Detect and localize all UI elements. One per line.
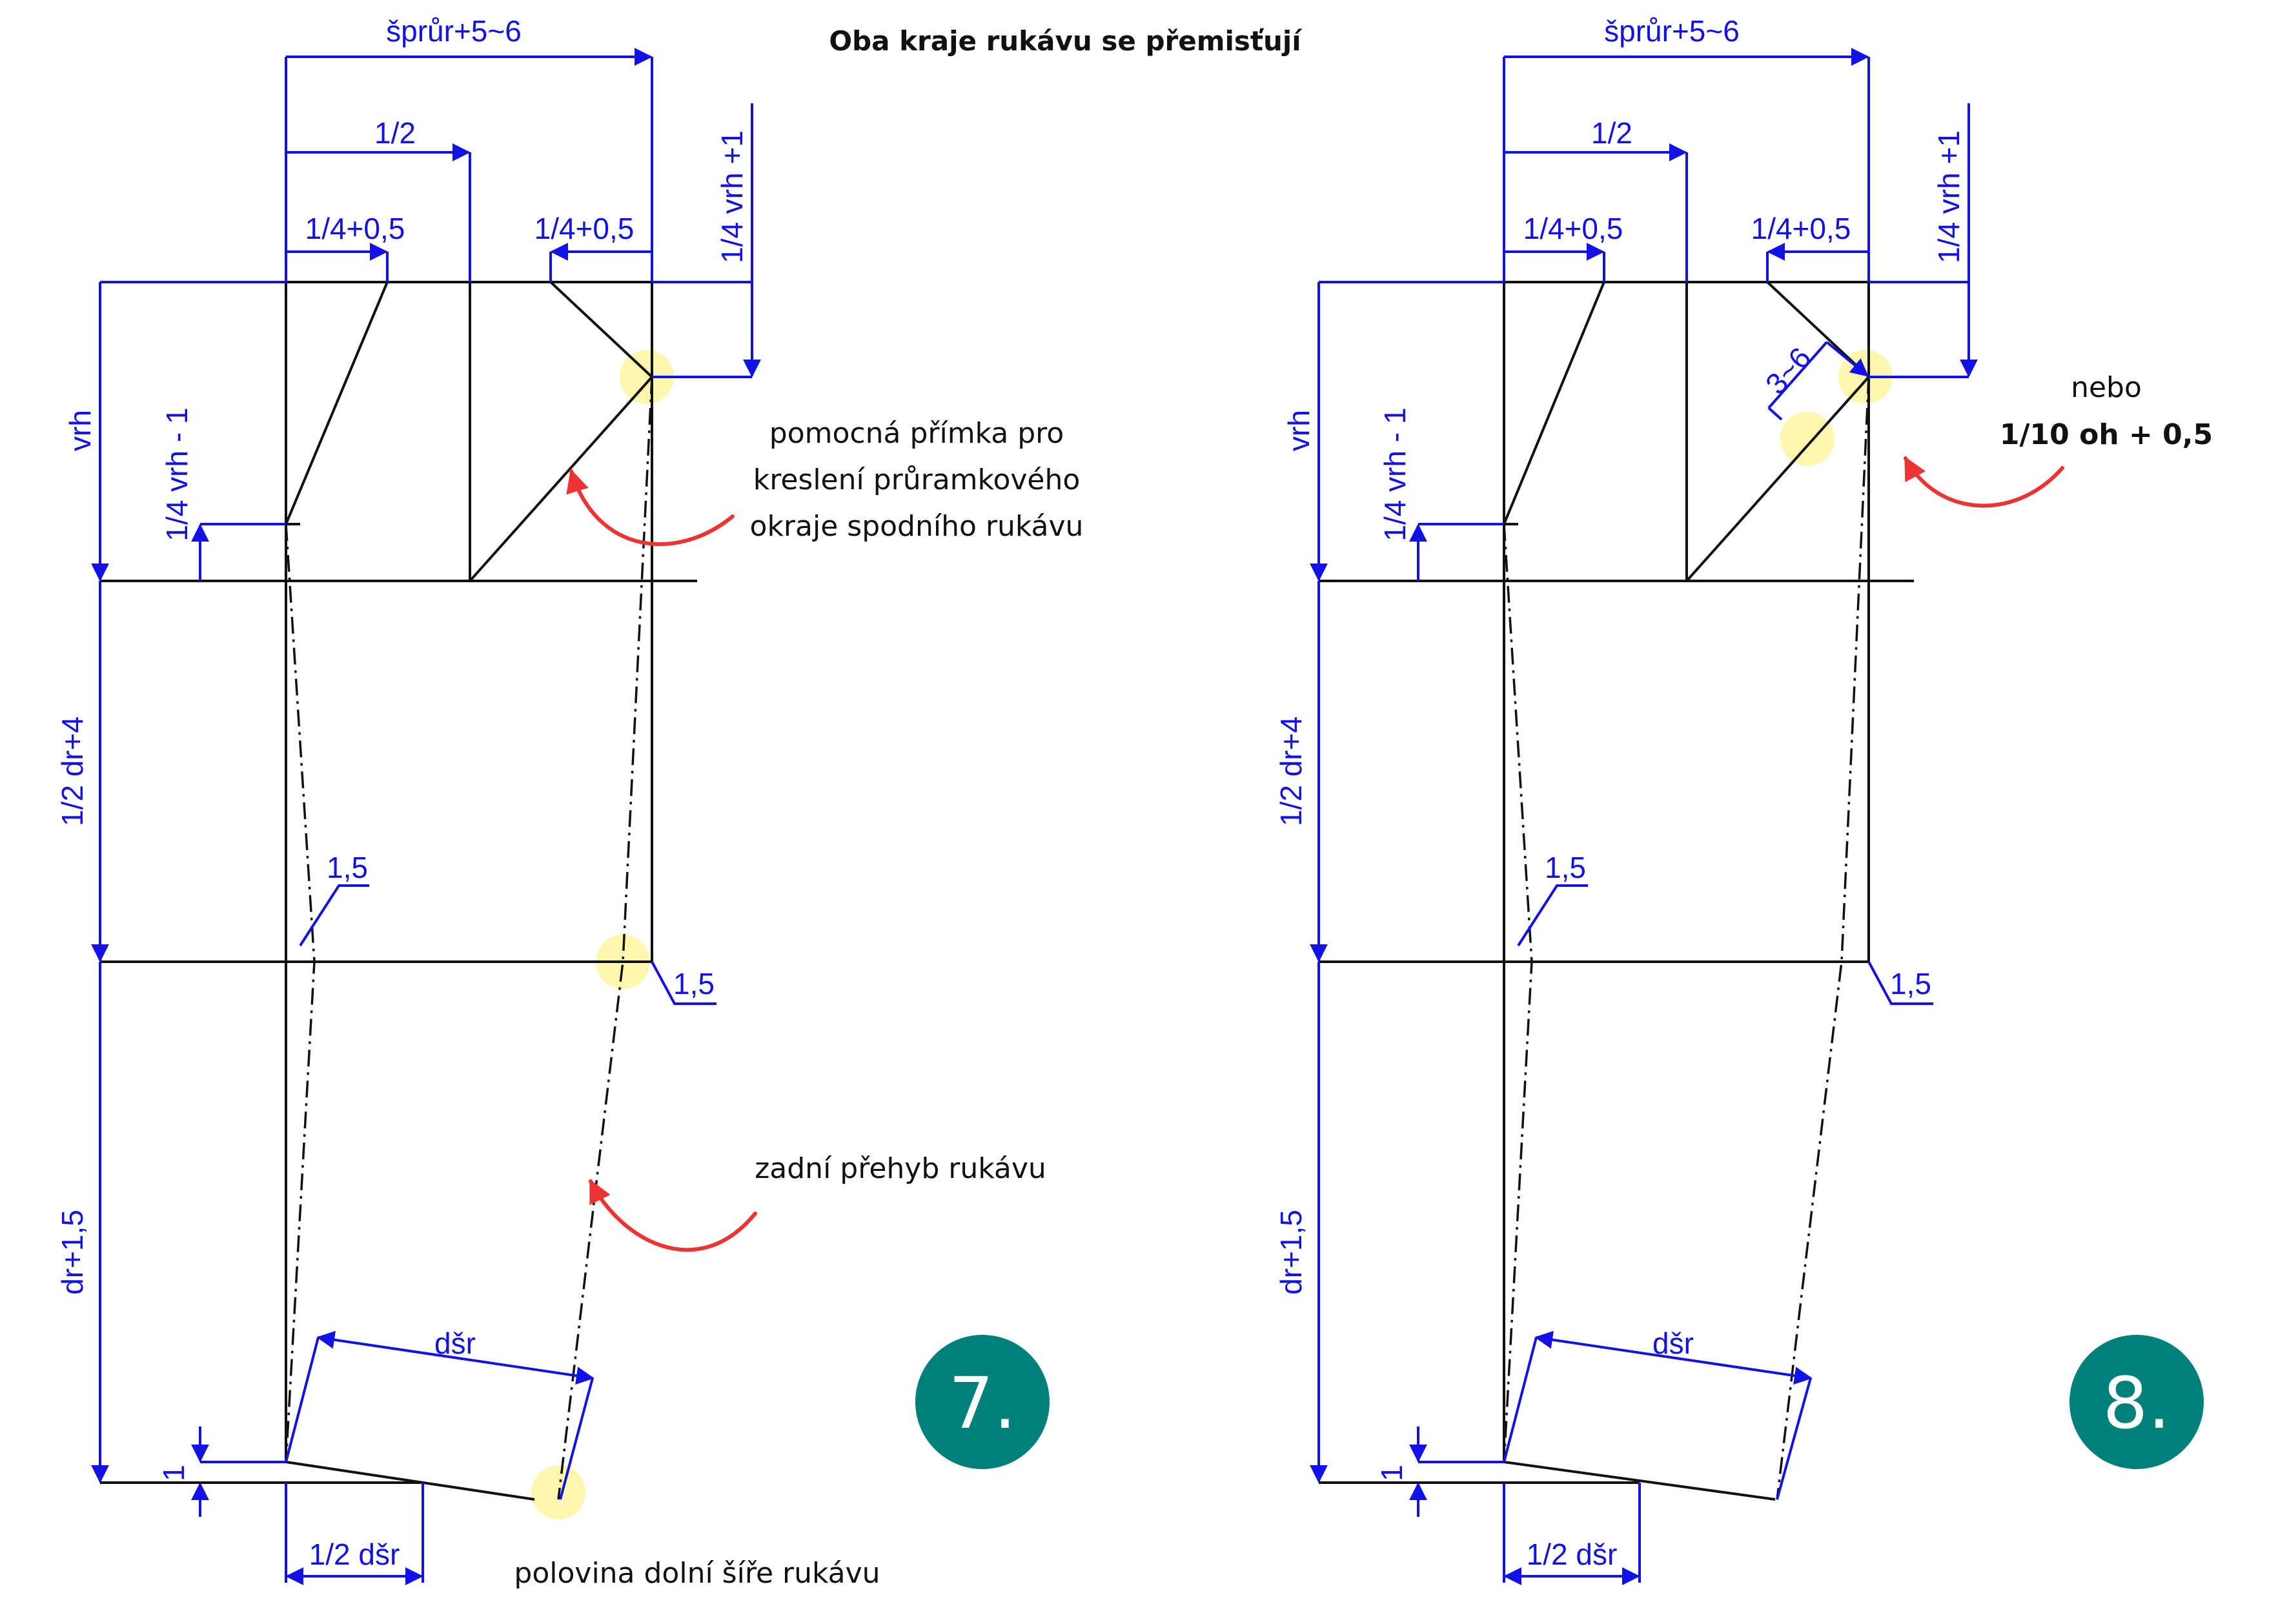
red-arrow bbox=[1904, 456, 2064, 508]
diag-label: 3~6 bbox=[1759, 341, 1818, 401]
quarter-vrh-minus-label: 1/4 vrh - 1 bbox=[160, 407, 194, 541]
vrh-label: vrh bbox=[1282, 410, 1316, 451]
cuff-left bbox=[285, 1337, 320, 1463]
vrh-label: vrh bbox=[63, 410, 97, 451]
cuff-left bbox=[1503, 1337, 1538, 1463]
note-back-fold: zadní přehyb rukávu bbox=[755, 1152, 1046, 1185]
diagram-8: dšr 3~6 šprůr+5~6 1/2 1/4+0,5 1/4+0,5 1/… bbox=[1274, 14, 2213, 1585]
half-label: 1/2 bbox=[1591, 116, 1632, 150]
red-arrow bbox=[566, 469, 735, 547]
quarter-vrh-plus-label: 1/4 vrh +1 bbox=[715, 130, 749, 263]
width-total-label: šprůr+5~6 bbox=[386, 14, 522, 48]
red-arrow bbox=[589, 1179, 757, 1252]
helper-line bbox=[1685, 376, 1870, 582]
note-alt-2: 1/10 oh + 0,5 bbox=[2000, 418, 2213, 451]
highlight-marker bbox=[1780, 412, 1835, 466]
note-alt-1: nebo bbox=[2071, 371, 2142, 404]
cuff-right bbox=[559, 1377, 594, 1500]
half-dsr-label: 1/2 dšr bbox=[1527, 1538, 1618, 1571]
half-dr-label: 1/2 dr+4 bbox=[1274, 716, 1308, 826]
dsr-label: dšr bbox=[434, 1326, 476, 1360]
note-helper-1: pomocná přímka pro bbox=[769, 417, 1064, 450]
offset-leader bbox=[651, 961, 717, 1005]
back-cap-line bbox=[549, 281, 653, 378]
half-dr-label: 1/2 dr+4 bbox=[56, 716, 89, 826]
offset-left-label: 1,5 bbox=[327, 851, 368, 884]
half-label: 1/2 bbox=[374, 116, 416, 150]
dim-ext bbox=[1767, 341, 1828, 409]
step-badge-7-label: 7. bbox=[949, 1362, 1017, 1445]
offset-left-label: 1,5 bbox=[1545, 851, 1586, 884]
quarter-right-label: 1/4+0,5 bbox=[534, 212, 635, 245]
width-total-label: šprůr+5~6 bbox=[1604, 14, 1740, 48]
front-cap-line bbox=[285, 281, 389, 525]
hem-line bbox=[1503, 1461, 1776, 1501]
back-fold-line bbox=[1776, 376, 1870, 1500]
dsr-dimension bbox=[316, 1330, 595, 1385]
dim-ext bbox=[1767, 407, 1783, 421]
dim-diag bbox=[1825, 341, 1869, 377]
quarter-vrh-plus-label: 1/4 vrh +1 bbox=[1932, 130, 1966, 263]
front-fold-line bbox=[285, 523, 316, 1463]
quarter-vrh-minus-label: 1/4 vrh - 1 bbox=[1378, 407, 1412, 541]
hem-line bbox=[285, 1461, 535, 1501]
diagram-title: Oba kraje rukávu se přemisťují bbox=[829, 25, 1303, 57]
half-dsr-label: 1/2 dšr bbox=[309, 1538, 400, 1571]
front-fold-line bbox=[1503, 523, 1533, 1463]
dsr-label: dšr bbox=[1652, 1326, 1694, 1360]
step-badge-8-label: 8. bbox=[2103, 1362, 2171, 1445]
note-helper-3: okraje spodního rukávu bbox=[750, 510, 1084, 543]
dr-plus-label: dr+1,5 bbox=[56, 1210, 89, 1295]
step-badge-7 bbox=[915, 1335, 1050, 1469]
dr-plus-label: dr+1,5 bbox=[1274, 1210, 1308, 1295]
one-label: 1 bbox=[1375, 1465, 1408, 1481]
note-helper-2: kreslení průramkového bbox=[753, 463, 1081, 496]
cuff-right bbox=[1776, 1377, 1812, 1500]
diagram-7: dšr šprůr+5~6 1/2 1/4+0,5 1/4+0,5 1/4 vr… bbox=[56, 14, 1083, 1590]
dsr-dimension bbox=[1534, 1330, 1813, 1385]
offset-leader bbox=[299, 884, 369, 947]
back-fold-line bbox=[557, 376, 653, 1500]
front-cap-line bbox=[1503, 281, 1605, 525]
one-label: 1 bbox=[157, 1465, 190, 1481]
quarter-left-label: 1/4+0,5 bbox=[1523, 212, 1623, 245]
step-badge-8 bbox=[2069, 1335, 2204, 1469]
offset-right-label: 1,5 bbox=[673, 967, 715, 1000]
offset-right-label: 1,5 bbox=[1890, 967, 1931, 1000]
highlight-marker bbox=[620, 350, 674, 404]
note-half-width: polovina dolní šíře rukávu bbox=[514, 1557, 880, 1590]
quarter-left-label: 1/4+0,5 bbox=[305, 212, 405, 245]
helper-line bbox=[469, 376, 653, 582]
quarter-right-label: 1/4+0,5 bbox=[1751, 212, 1851, 245]
offset-leader bbox=[1517, 884, 1588, 947]
offset-leader bbox=[1867, 961, 1933, 1005]
